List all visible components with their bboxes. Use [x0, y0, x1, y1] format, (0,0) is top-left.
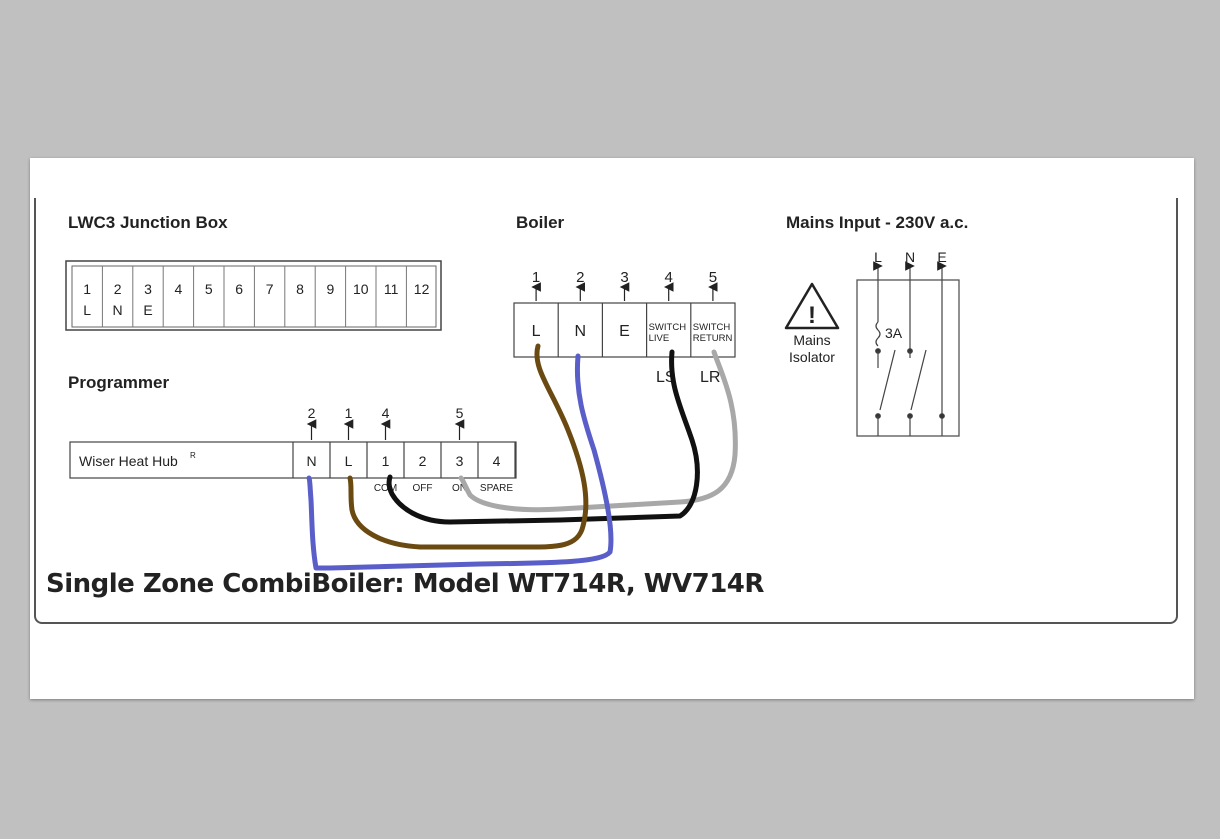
boiler-terminal-n: N — [575, 323, 587, 340]
boiler-terminal-e: E — [619, 323, 630, 340]
programmer-terminal-number-5: 5 — [456, 405, 464, 421]
boiler-terminal-strip — [513, 302, 736, 358]
programmer-terminal-3: 1 — [382, 453, 390, 469]
diagram-caption: Single Zone CombiBoiler: Model WT714R, W… — [46, 569, 764, 599]
warning-triangle-icon: ! — [784, 282, 840, 330]
programmer-terminal-6: 4 — [493, 453, 501, 469]
junction-terminal-8: 8 — [296, 281, 304, 297]
boiler-terminal-number-1: 1 — [532, 269, 540, 286]
junction-terminal-sublabel-E: E — [143, 302, 152, 318]
wire-neutral — [306, 353, 614, 571]
boiler-terminal-4-line-2: LIVE — [649, 333, 670, 344]
warning-exclamation: ! — [808, 302, 816, 329]
boiler-terminal-number-2: 2 — [576, 269, 584, 286]
fuse-rating: 3A — [885, 325, 903, 341]
junction-terminal-10: 10 — [353, 281, 369, 297]
junction-terminal-9: 9 — [327, 281, 335, 297]
mains-lines — [873, 261, 947, 436]
boiler-title: Boiler — [516, 213, 565, 232]
junction-terminal-6: 6 — [235, 281, 243, 297]
mains-title: Mains Input - 230V a.c. — [786, 213, 968, 232]
junction-terminal-2: 2 — [114, 281, 122, 297]
junction-box-terminals: 1L 2N 3E 4 5 6 7 8 9 10 11 12 — [83, 266, 430, 327]
mains-isolator-label-2: Isolator — [789, 349, 835, 365]
wire-live — [347, 343, 589, 550]
programmer-terminal-number-3: 4 — [382, 405, 390, 421]
boiler-terminal-5-line-2: RETURN — [693, 333, 733, 344]
diagram-frame — [34, 198, 1178, 624]
programmer-terminal-number-1: 2 — [308, 405, 316, 421]
junction-box-outer — [65, 260, 442, 331]
junction-terminal-1: 1 — [83, 281, 91, 297]
junction-terminal-5: 5 — [205, 281, 213, 297]
boiler-terminal-number-3: 3 — [620, 269, 628, 286]
mains-line-e: E — [937, 249, 946, 265]
junction-terminal-sublabel-N: N — [113, 302, 123, 318]
boiler-terminal-4-line-1: SWITCH — [649, 322, 687, 333]
junction-terminal-3: 3 — [144, 281, 152, 297]
programmer-terminal-4: 2 — [419, 453, 427, 469]
mains-line-n: N — [905, 249, 915, 265]
junction-terminal-sublabel-L: L — [83, 302, 91, 318]
programmer-terminal-function-3: ON — [452, 483, 467, 494]
programmer-title: Programmer — [68, 373, 169, 392]
junction-terminal-12: 12 — [414, 281, 430, 297]
boiler-lr-label: LR — [700, 369, 720, 386]
junction-box-title: LWC3 Junction Box — [68, 213, 228, 232]
boiler-terminal-number-5: 5 — [709, 269, 717, 286]
programmer-terminal-5: 3 — [456, 453, 464, 469]
programmer-terminal-number-2: 1 — [345, 405, 353, 421]
mains-isolator-box — [856, 279, 960, 437]
wires — [306, 343, 738, 571]
programmer-terminal-2: L — [345, 453, 353, 469]
programmer-terminal-function-1: COM — [374, 483, 397, 494]
mains-line-l: L — [874, 249, 882, 265]
boiler-terminal-5-line-1: SWITCH — [693, 322, 731, 333]
junction-terminal-11: 11 — [384, 281, 399, 297]
programmer-terminal-function-2: OFF — [413, 483, 433, 494]
diagram-sheet — [30, 158, 1194, 699]
programmer-terminal-1: N — [306, 453, 316, 469]
programmer-device-sup: R — [190, 451, 196, 460]
boiler-terminal-number-4: 4 — [665, 269, 673, 286]
junction-terminal-7: 7 — [266, 281, 274, 297]
wire-switch-live — [386, 349, 700, 525]
boiler-terminal-l: L — [532, 323, 541, 340]
wire-switch-return — [458, 349, 738, 513]
programmer-device-name: Wiser Heat Hub — [79, 453, 178, 469]
programmer-terminal-function-4: SPARE — [480, 483, 513, 494]
junction-terminal-4: 4 — [175, 281, 183, 297]
mains-isolator-label-1: Mains — [793, 332, 830, 348]
